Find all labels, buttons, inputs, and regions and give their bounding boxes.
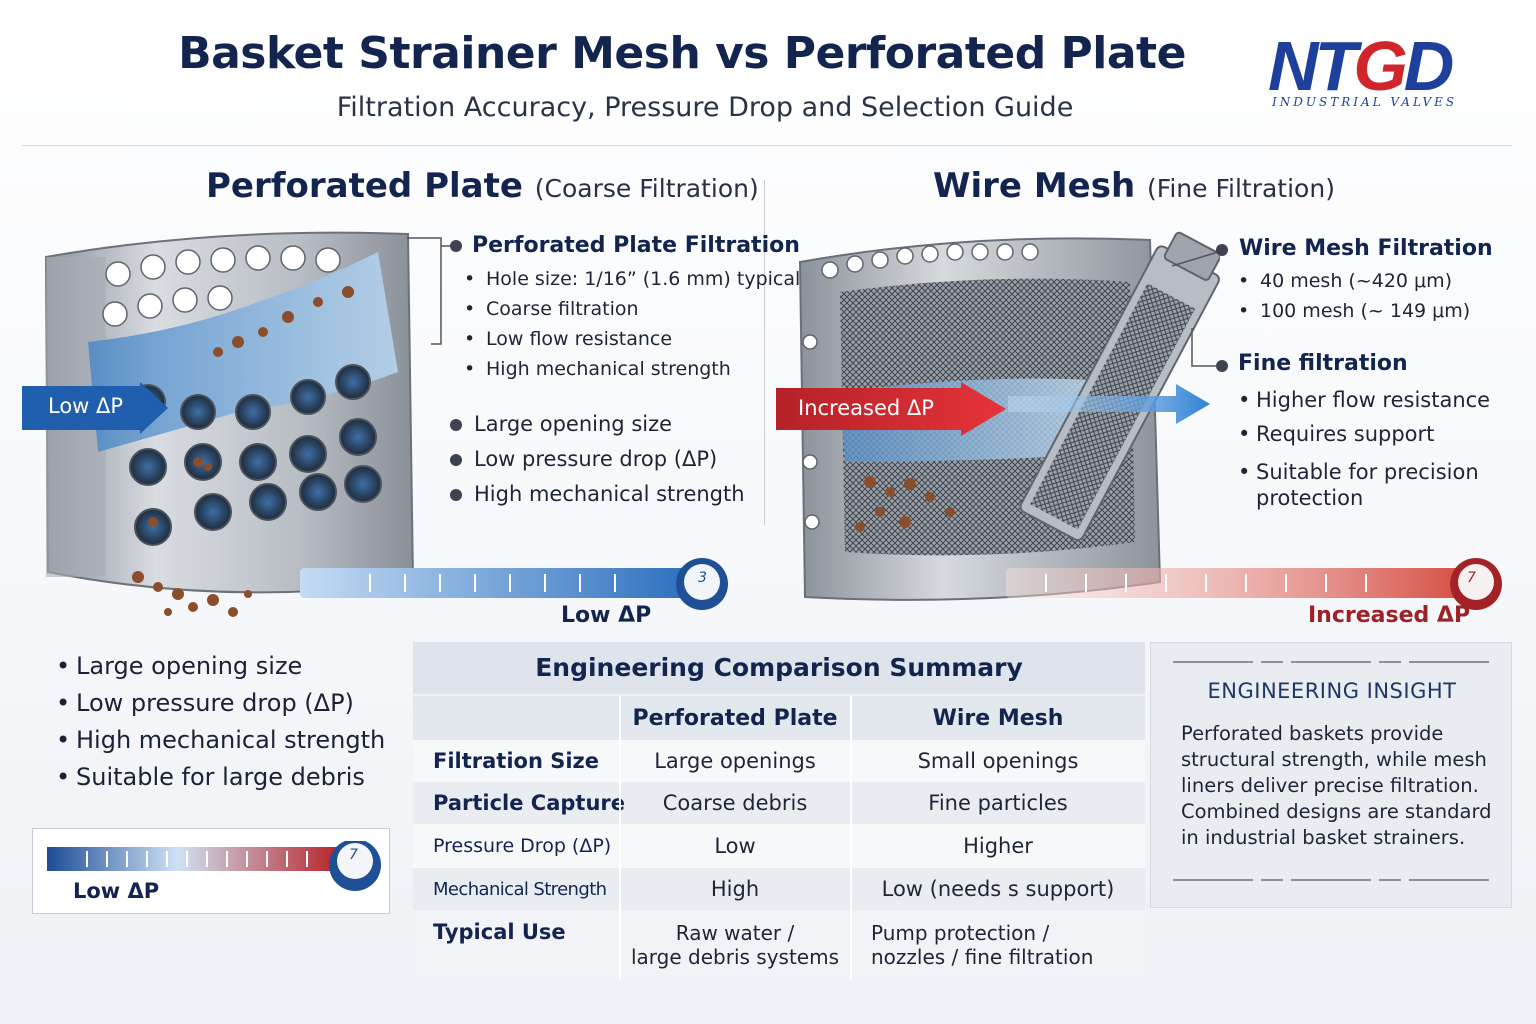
- table-row: Particle Capture Coarse debris Fine part…: [413, 782, 1145, 824]
- insight-title: ENGINEERING INSIGHT: [1207, 679, 1457, 703]
- wire-mesh-spec-heading: Wire Mesh Filtration: [1239, 236, 1493, 261]
- list-item: Requires support: [1256, 422, 1435, 446]
- increased-dp-flow-arrow: [776, 382, 1006, 436]
- column-header-perforated: Perforated Plate: [632, 705, 838, 731]
- list-item: Large opening size: [450, 412, 745, 447]
- list-item: Suitable for large debris: [56, 763, 385, 800]
- perforated-spec-heading: Perforated Plate Filtration: [450, 233, 800, 258]
- wire-mesh-callout-lines: [1171, 244, 1228, 372]
- logo-tagline: INDUSTRIAL VALVES: [1272, 95, 1458, 109]
- fine-filtration-heading: Fine filtration: [1238, 351, 1408, 376]
- wire-mesh-section-title: Wire Mesh (Fine Filtration): [933, 166, 1335, 206]
- list-item: Hole size: 1/16” (1.6 mm) typical: [464, 268, 800, 298]
- header-divider: [22, 145, 1512, 146]
- list-item: Suitable for precision: [1256, 460, 1479, 484]
- list-item: Low pressure drop (ΔP): [56, 689, 385, 726]
- list-item: 100 mesh (~ 149 μm): [1238, 300, 1470, 330]
- perforated-feature-list: Large opening size Low pressure drop (ΔP…: [450, 412, 745, 517]
- list-item: Coarse filtration: [464, 298, 800, 328]
- increased-dp-arrow-label: Increased ΔP: [798, 396, 934, 420]
- comparison-table-title: Engineering Comparison Summary: [413, 642, 1145, 694]
- mini-dp-gauge: [47, 841, 381, 891]
- mini-gauge-panel: 7 Low ΔP: [32, 828, 390, 914]
- table-column-divider: [850, 696, 852, 980]
- column-header-wire-mesh: Wire Mesh: [932, 705, 1064, 731]
- list-item: High mechanical strength: [464, 358, 800, 388]
- increased-dp-gauge-digit: 7: [1467, 570, 1476, 586]
- mini-gauge-digit: 7: [349, 847, 358, 863]
- list-item: Low pressure drop (ΔP): [450, 447, 745, 482]
- summary-bullet-list: Large opening size Low pressure drop (ΔP…: [56, 652, 385, 800]
- low-dp-gauge-label: Low ΔP: [561, 603, 652, 628]
- list-item: protection: [1256, 486, 1364, 510]
- table-header-row: Perforated Plate Wire Mesh: [413, 696, 1145, 740]
- page-subtitle: Filtration Accuracy, Pressure Drop and S…: [336, 92, 1074, 123]
- logo-wordmark: NTGD: [1268, 27, 1454, 105]
- increased-dp-gauge-label: Increased ΔP: [1308, 603, 1471, 628]
- insight-body: Perforated baskets provide structural st…: [1181, 722, 1492, 849]
- wire-mesh-spec-list: 40 mesh (~420 μm) 100 mesh (~ 149 μm): [1238, 270, 1470, 330]
- perforated-spec-list: Hole size: 1/16” (1.6 mm) typical Coarse…: [464, 268, 800, 388]
- company-logo: NTGD INDUSTRIAL VALVES: [1268, 26, 1508, 116]
- table-column-divider: [619, 696, 621, 980]
- comparison-table: Engineering Comparison Summary Perforate…: [413, 642, 1145, 980]
- low-dp-flow-arrow: [22, 382, 168, 434]
- page-title: Basket Strainer Mesh vs Perforated Plate: [178, 28, 1186, 79]
- fine-filtration-list: •Higher flow resistance •Requires suppor…: [1238, 388, 1491, 510]
- list-item: Low flow resistance: [464, 328, 800, 358]
- low-dp-arrow-label: Low ΔP: [48, 394, 124, 418]
- low-dp-gauge-digit: 3: [698, 570, 707, 586]
- mini-gauge-label: Low ΔP: [73, 879, 160, 903]
- perforated-section-title: Perforated Plate (Coarse Filtration): [206, 166, 759, 206]
- table-row: Filtration Size Large openings Small ope…: [413, 740, 1145, 782]
- table-row: Pressure Drop (ΔP) Low Higher: [413, 824, 1145, 868]
- perforated-callout-line: [407, 237, 453, 345]
- list-item: High mechanical strength: [450, 482, 745, 517]
- perforated-basket-illustration: [44, 231, 415, 617]
- outflow-arrow: [1008, 384, 1210, 424]
- table-row: Mechanical Strength High Low (needs s su…: [413, 868, 1145, 910]
- list-item: Higher flow resistance: [1256, 388, 1491, 412]
- list-item: 40 mesh (~420 μm): [1238, 270, 1470, 300]
- list-item: Large opening size: [56, 652, 385, 689]
- increased-dp-gauge-bar: [1006, 558, 1502, 610]
- table-row: Typical Use Raw water / large debris sys…: [413, 910, 1145, 980]
- engineering-insight-panel: ENGINEERING INSIGHT Perforated baskets p…: [1150, 642, 1512, 908]
- list-item: High mechanical strength: [56, 726, 385, 763]
- low-dp-gauge-bar: [300, 558, 728, 610]
